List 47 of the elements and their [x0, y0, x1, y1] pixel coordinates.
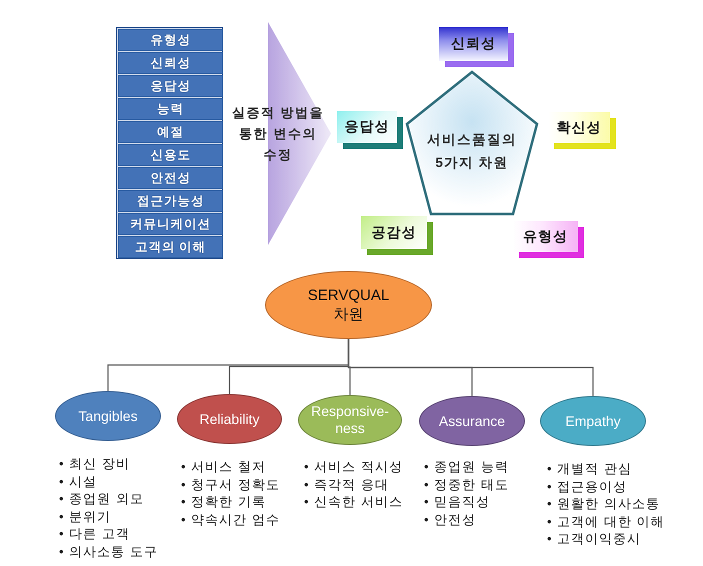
bullet-item: • 최신 장비	[59, 455, 130, 472]
dimension-ellipse: Tangibles	[55, 391, 161, 441]
dimension-tag: 확신성	[548, 112, 616, 149]
list-panel	[116, 27, 223, 259]
bullet-item: • 개별적 관심	[547, 460, 632, 478]
dimension-ellipse: Reliability	[177, 394, 282, 444]
bullet-item: • 고객에 대한 이해	[547, 512, 664, 530]
bullet-item: • 서비스 적시성	[304, 458, 403, 476]
dimension-ellipse: Empathy	[540, 396, 646, 446]
dimension-tag: 신뢰성	[439, 27, 514, 67]
list-cell: 안전성	[118, 167, 223, 189]
bullet-item: • 안전성	[424, 510, 476, 528]
list-cell: 고객의 이해	[118, 236, 223, 258]
bullet-item: • 의사소통 도구	[59, 542, 158, 560]
chevron-arrow	[268, 22, 331, 245]
list-cell: 능력	[118, 98, 223, 120]
bullet-item: • 서비스 철저	[181, 458, 266, 476]
bullet-item: • 다른 고객	[59, 525, 130, 542]
bullet-item: • 정중한 태도	[424, 476, 509, 493]
dimension-ellipse: Responsive-ness	[298, 395, 402, 445]
list-cell: 예절	[118, 121, 223, 143]
dimension-ellipse: Assurance	[419, 396, 525, 446]
bullet-item: • 고객이익중시	[547, 530, 642, 548]
bullet-item: • 즉각적 응대	[304, 476, 389, 493]
bullet-item: • 청구서 정확도	[181, 476, 280, 493]
bullet-item: • 원활한 의사소통	[547, 495, 660, 512]
bullet-item: • 정확한 기록	[181, 493, 266, 510]
dimension-tag: 응답성	[337, 111, 403, 149]
bullet-item: • 종업원 외모	[59, 490, 144, 508]
list-cell: 유형성	[118, 29, 223, 51]
bullet-item: • 약속시간 엄수	[181, 510, 280, 528]
connector-line	[348, 339, 594, 396]
edge-label: 실증적 방법을 통한 변수의 수정	[230, 104, 326, 164]
list-cell: 커뮤니케이션	[118, 213, 223, 235]
bullet-item: • 믿음직성	[424, 493, 490, 510]
dimension-tag: 공감성	[361, 216, 433, 255]
list-cell: 응답성	[118, 75, 223, 97]
bullet-item: • 종업원 능력	[424, 458, 509, 476]
list-cell: 신용도	[118, 144, 223, 166]
bullet-item: • 접근용이성	[547, 478, 628, 495]
list-cell: 신뢰성	[118, 52, 223, 74]
bullet-item: • 분위기	[59, 508, 112, 525]
list-cell: 접근가능성	[118, 190, 223, 212]
root-ellipse: SERVQUAL 차원	[265, 271, 432, 339]
pentagon-label: 서비스품질의 5가지 차원	[426, 131, 518, 172]
bullet-item: • 신속한 서비스	[304, 493, 403, 510]
bullet-item: • 시설	[59, 472, 98, 490]
